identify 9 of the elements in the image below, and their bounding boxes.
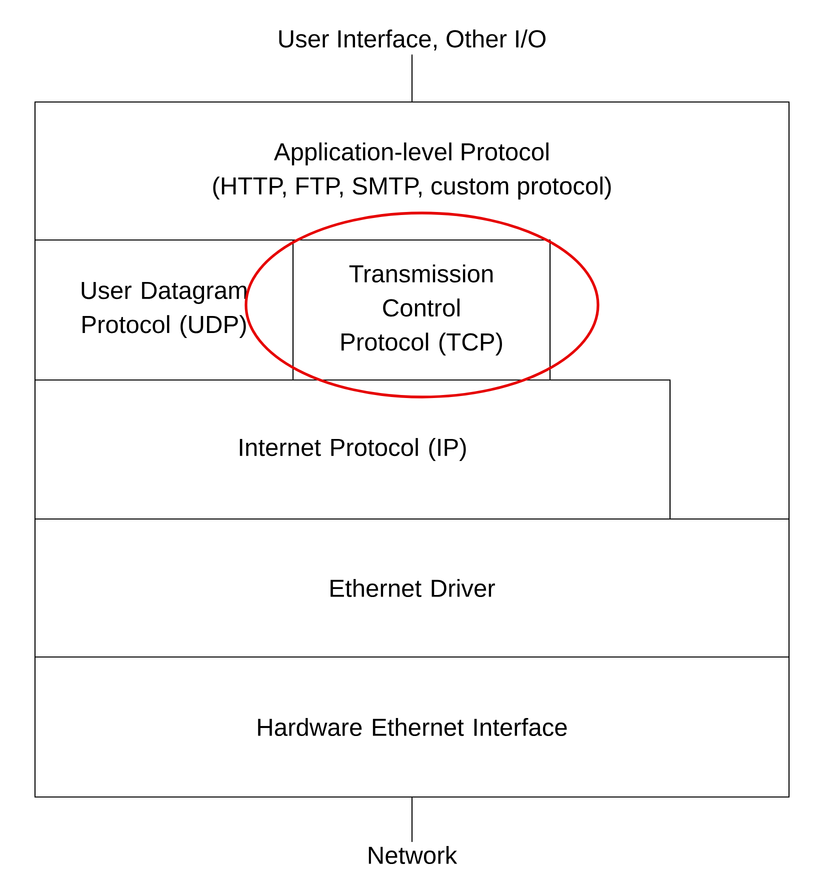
protocol-layer-box: User Datagram Protocol (UDP) — [34, 239, 294, 381]
protocol-layer-box: Transmission Control Protocol (TCP) — [292, 239, 551, 381]
protocol-layer-box: Ethernet Driver — [34, 518, 790, 658]
protocol-layer-box: Hardware Ethernet Interface — [34, 656, 790, 798]
connector-line — [411, 54, 413, 102]
connector-line — [411, 798, 413, 842]
protocol-layer-box: Internet Protocol (IP) — [34, 379, 671, 520]
interface-label: User Interface, Other I/O — [279, 30, 546, 50]
network-label: Network — [368, 846, 458, 864]
